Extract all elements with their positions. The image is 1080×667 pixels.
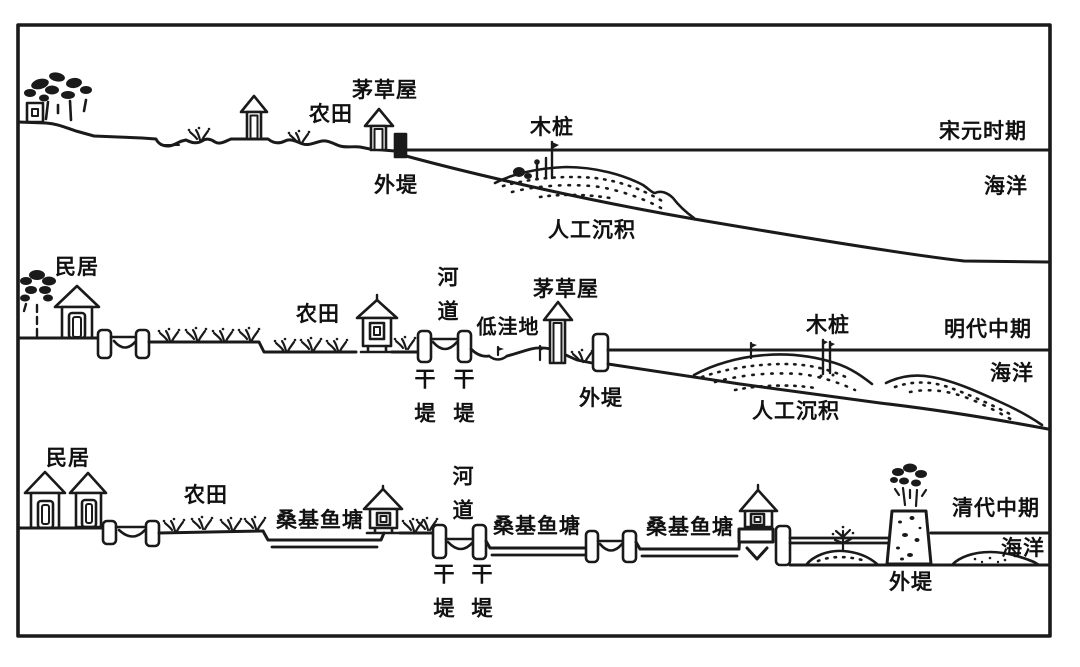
residence-label: 民居 <box>46 447 90 470</box>
boat-icon <box>487 345 509 361</box>
wooden-stakes-label: 木桩 <box>806 314 850 337</box>
sluice-channel <box>96 328 151 360</box>
farmland-label: 农田 <box>184 484 228 507</box>
sediment-mound <box>950 550 1041 567</box>
ocean-label: 海洋 <box>1001 537 1045 560</box>
river-channel-sluice <box>416 329 473 364</box>
river-channel-label: 河道 <box>450 465 473 533</box>
farmland-label: 农田 <box>296 303 340 326</box>
sluice-channel <box>584 529 638 564</box>
flag-stick-icon <box>538 344 546 362</box>
main-dike-label: 干堤 <box>451 368 474 436</box>
era-label-mid-qing: 清代中期 <box>952 497 1040 520</box>
dike-platform <box>737 527 775 544</box>
outer-dike-pillar-icon <box>591 332 610 373</box>
tree-icon <box>20 270 56 302</box>
mulberry-fish-pond-label: 桑基鱼塘 <box>276 509 364 532</box>
sediment-mound <box>493 165 696 220</box>
outer-dike-label: 外堤 <box>374 174 418 197</box>
outer-dike-wall-icon <box>885 509 933 566</box>
residence-house-icon <box>23 470 67 530</box>
river-channel-label: 河道 <box>435 266 458 334</box>
artificial-sediment-label: 人工沉积 <box>752 400 840 423</box>
sluice-channel <box>101 519 161 548</box>
tidal-flat-water-line <box>788 536 891 545</box>
main-dike-label: 干堤 <box>431 563 454 631</box>
sprout-icon <box>831 525 855 552</box>
low-lying-land-label: 低洼地 <box>476 316 540 339</box>
farmland-ground <box>157 529 265 535</box>
village-trees-icon <box>24 72 92 102</box>
thatched-hut-icon <box>363 107 395 152</box>
ocean-label: 海洋 <box>984 175 1028 198</box>
outer-dike-label: 外堤 <box>889 571 933 594</box>
village-hut-icon <box>25 101 45 124</box>
field-house-icon <box>738 483 779 529</box>
fish-pond <box>261 529 386 549</box>
sluice-outlet-icon <box>745 546 769 561</box>
sea-floor-line <box>404 154 1050 264</box>
thatched-hut-icon <box>542 300 574 365</box>
scene-song-yuan <box>16 72 1050 264</box>
wooden-stakes-icon <box>819 338 835 378</box>
field-house-icon <box>355 293 399 354</box>
main-dike-label: 干堤 <box>412 368 435 436</box>
thatched-hut-label: 茅草屋 <box>533 278 599 301</box>
diagram-border <box>16 23 1052 638</box>
sediment-mound <box>804 549 879 567</box>
settlers-and-stakes-icon <box>513 140 559 180</box>
thatched-hut-icon <box>239 94 269 141</box>
dike-tree-icon <box>890 463 928 508</box>
residence-house-icon <box>68 471 108 529</box>
scene-mid-ming <box>16 270 1050 431</box>
wooden-stakes-label: 木桩 <box>530 116 574 139</box>
thatched-hut-label: 茅草屋 <box>352 79 418 102</box>
sea-floor-line <box>606 362 1050 431</box>
main-dike-label: 干堤 <box>469 563 492 631</box>
flag-stick-icon <box>749 341 757 360</box>
residence-house-icon <box>53 284 101 340</box>
sediment-mound <box>692 353 874 392</box>
sediment-mound <box>884 374 1044 427</box>
mulberry-fish-pond-label: 桑基鱼塘 <box>646 516 734 539</box>
ocean-label: 海洋 <box>990 362 1034 385</box>
mulberry-fish-pond-label: 桑基鱼塘 <box>493 515 581 538</box>
tree-trunks <box>44 98 88 122</box>
residence-label: 民居 <box>55 256 99 279</box>
dike-pillar-icon <box>774 524 792 567</box>
farmland-label: 农田 <box>309 103 353 126</box>
farmland-ground <box>147 340 421 354</box>
tree-trunk <box>22 302 39 338</box>
field-house-icon <box>362 484 404 535</box>
era-label-song-yuan: 宋元时期 <box>939 120 1027 143</box>
scene-mid-qing <box>16 463 1050 567</box>
outer-dike-label: 外堤 <box>579 387 623 410</box>
outer-dike-post-icon <box>393 132 408 159</box>
artificial-sediment-label: 人工沉积 <box>548 219 636 242</box>
era-label-mid-ming: 明代中期 <box>944 318 1032 341</box>
